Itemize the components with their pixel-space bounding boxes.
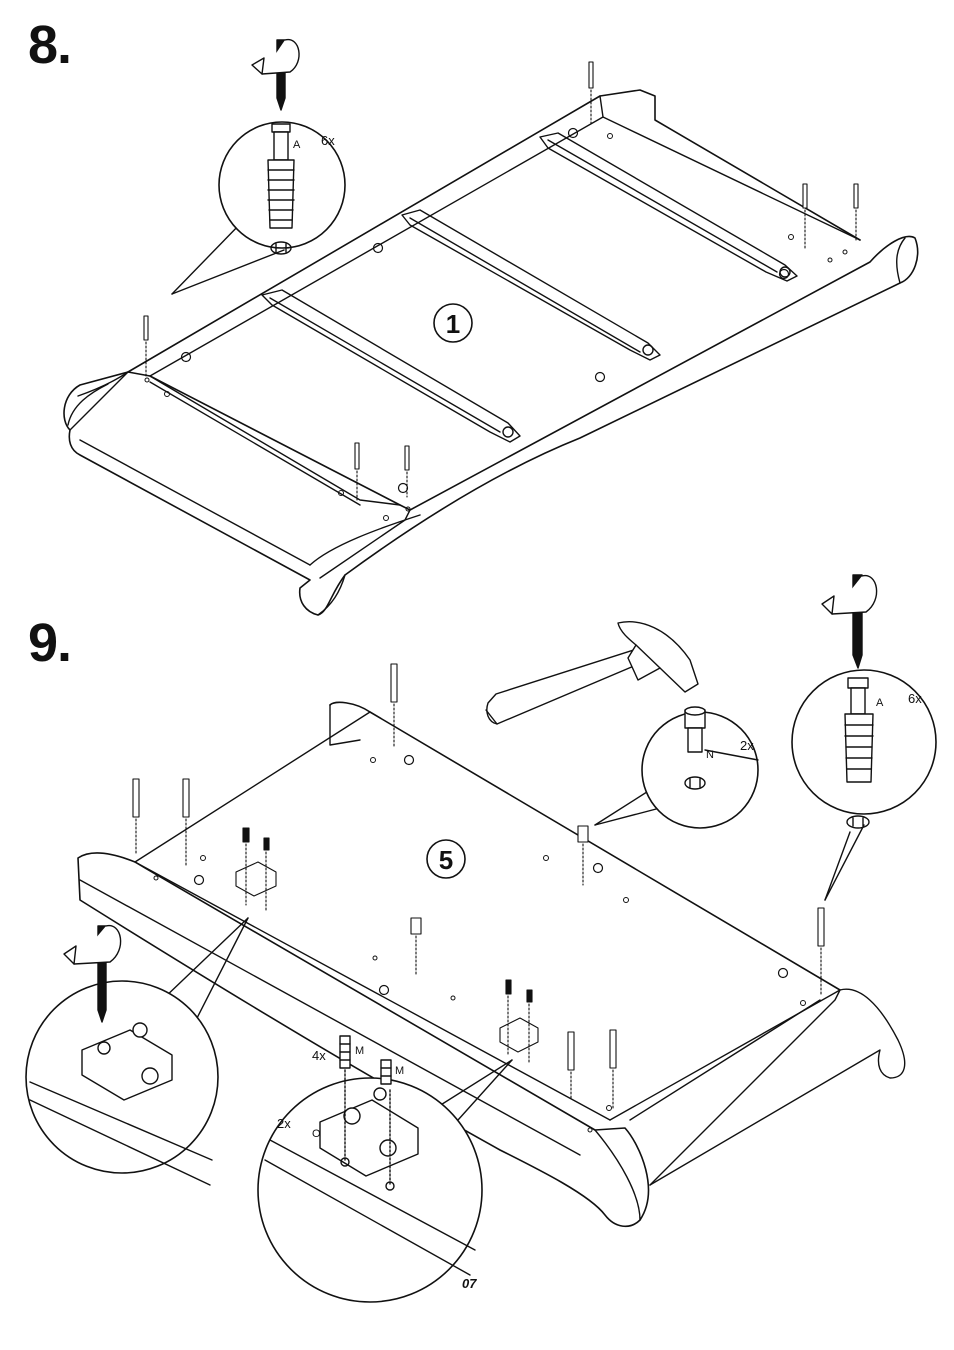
bed-side-rail-front [64,237,918,615]
bed-frame-panel-5: 5 [78,702,905,1226]
hammer-icon [486,622,698,724]
screw-icon [340,1036,391,1084]
panel-5-marker: 5 [427,840,465,878]
page-number: 07 [462,1276,476,1291]
step-9-diagram: 5 [26,575,936,1302]
step-9-dowel-n-callout: N 2x [595,707,758,828]
step-9-hinge-detail-left [26,918,248,1185]
part-a-label-step-8: A [293,139,301,151]
quantity-6x-step-8: 6x [321,133,335,148]
quantity-4x-screw-m: 4x [312,1048,326,1063]
step-8-diagram: 1 [64,40,918,615]
step-8-detail-callout: A 6x [172,40,345,294]
quantity-2x-hinge-o: 2x [277,1116,291,1131]
step-9-hinge-detail-center: 4x M M O 2x [258,1036,512,1302]
quantity-6x-step-9: 6x [908,691,922,706]
step-9-dowel-a-callout: A 6x [792,575,936,900]
panel-1-marker: 1 [434,304,472,342]
quantity-2x-dowel-n: 2x [740,738,754,753]
dowels-step-8 [144,62,858,500]
screwdriver-rotate-icon [822,575,877,668]
part-n-label: N [706,749,714,761]
part-m-label-1: M [355,1045,364,1057]
part-m-label-2: M [395,1065,404,1077]
panel-5-label: 5 [439,845,453,875]
part-a-label-step-9: A [876,697,884,709]
panel-1-label: 1 [446,309,460,339]
part-o-label: O [312,1128,321,1140]
screwdriver-rotate-icon [252,40,299,110]
